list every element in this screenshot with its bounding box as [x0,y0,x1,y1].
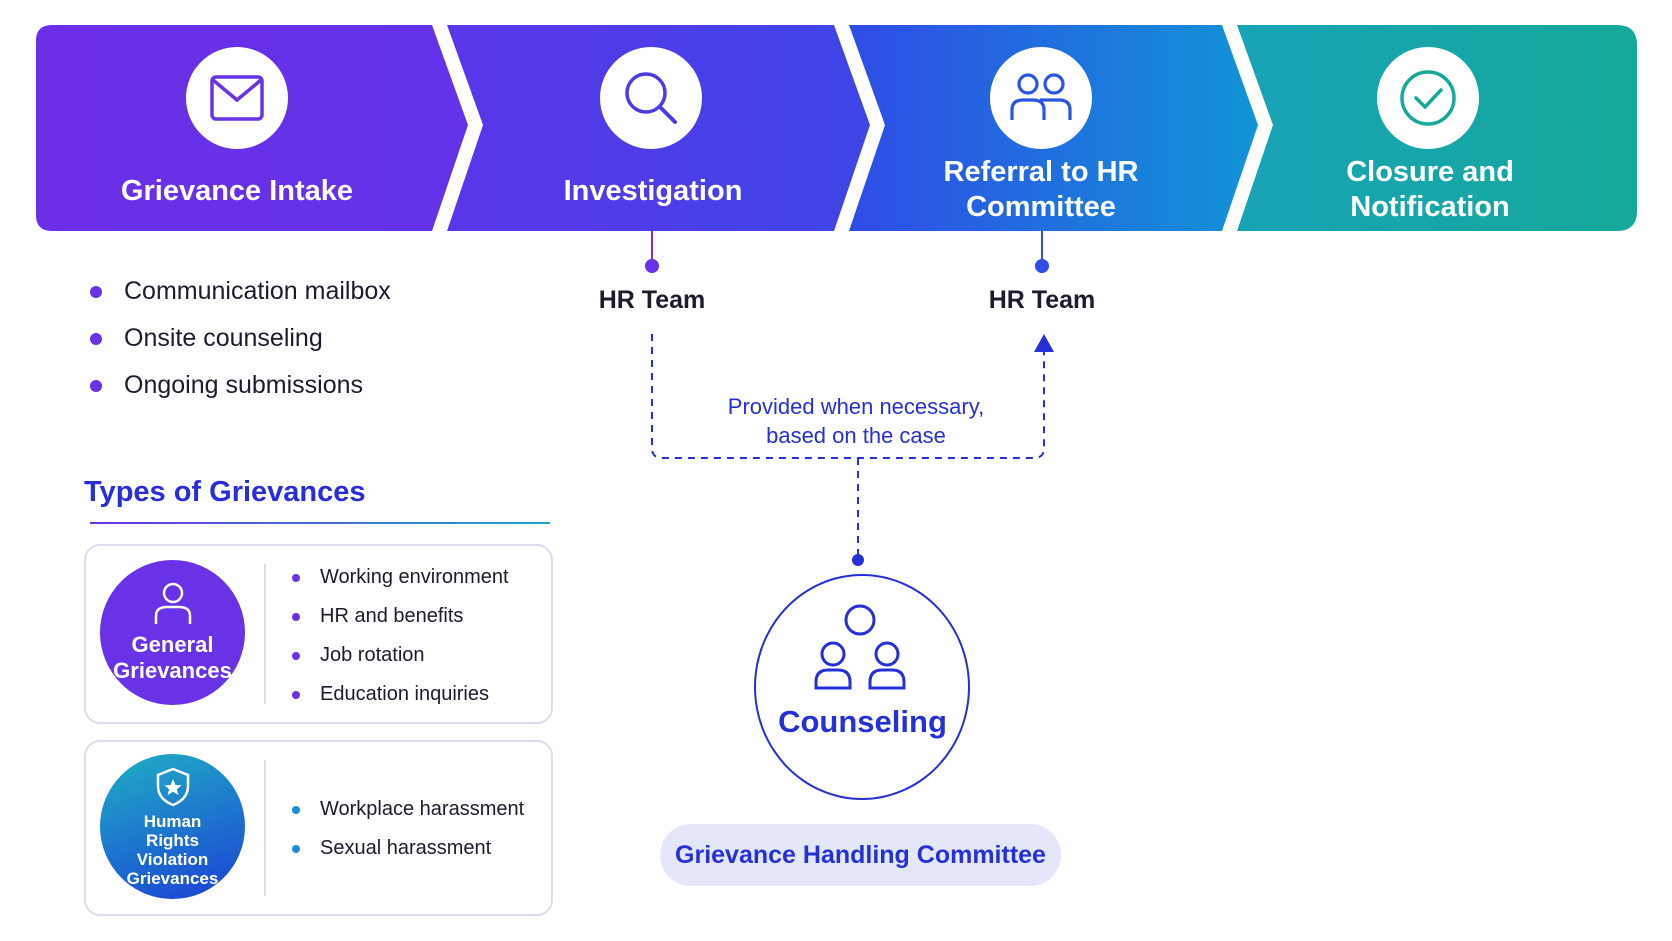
step-title-closure: Closure and Notification [1346,156,1514,223]
shield-star-icon [156,767,189,806]
bullet-dot [90,332,102,345]
people-icon [1010,73,1072,120]
step-title-intake: Grievance Intake [120,175,354,207]
connector-dot-referral [1035,259,1049,273]
bullet-dot [292,612,300,621]
bullet-dot [90,379,102,392]
list-item: Onsite counseling [90,315,391,362]
step-icon-closure [1377,47,1479,149]
envelope-icon [210,75,264,121]
bullet-dot [292,805,300,814]
step-icon-referral [990,47,1092,149]
step-icon-investigation [600,47,702,149]
intake-channel-list: Communication mailbox Onsite counseling … [90,268,391,409]
card-divider [264,760,266,896]
magnifier-icon [625,72,677,124]
bullet-dot [292,690,300,699]
bullet-dot [292,844,300,853]
list-item: Communication mailbox [90,268,391,315]
human-rights-badge: Human Rights Violation Grievances [100,754,245,899]
step-icon-intake [186,47,288,149]
list-item: HR and benefits [292,597,509,636]
bullet-dot [292,573,300,582]
step-title-referral: Referral to HR Committee [943,156,1139,223]
hr-team-label-investigation: HR Team [598,286,706,314]
general-grievances-card: General Grievances Working environment H… [84,544,553,724]
human-rights-grievances-list: Workplace harassment Sexual harassment [292,790,524,868]
list-item: Working environment [292,558,509,597]
general-grievances-list: Working environment HR and benefits Job … [292,558,509,714]
counseling-note: Provided when necessary, based on the ca… [727,394,985,448]
connector-dot-investigation [645,259,659,273]
step-title-investigation: Investigation [563,175,743,207]
arrowhead-to-hr [1034,334,1054,352]
types-divider [90,522,550,524]
person-icon [154,582,191,624]
types-title: Types of Grievances [84,476,366,508]
counseling-connector-dot [852,554,864,566]
list-item: Education inquiries [292,675,509,714]
counseling-route-line [651,334,1045,459]
counseling-label: Counseling [778,704,947,739]
general-grievances-badge: General Grievances [100,560,245,705]
list-item: Job rotation [292,636,509,675]
counseling-node [754,574,970,800]
bullet-dot [292,651,300,660]
committee-label: Grievance Handling Committee [660,824,1061,886]
human-rights-grievances-card: Human Rights Violation Grievances Workpl… [84,740,553,916]
hr-team-label-referral: HR Team [988,286,1096,314]
list-item: Ongoing submissions [90,362,391,409]
bullet-dot [90,285,102,298]
list-item: Workplace harassment [292,790,524,829]
card-divider [264,564,266,704]
list-item: Sexual harassment [292,829,524,868]
group-icon [814,604,906,690]
check-circle-icon [1400,70,1456,126]
